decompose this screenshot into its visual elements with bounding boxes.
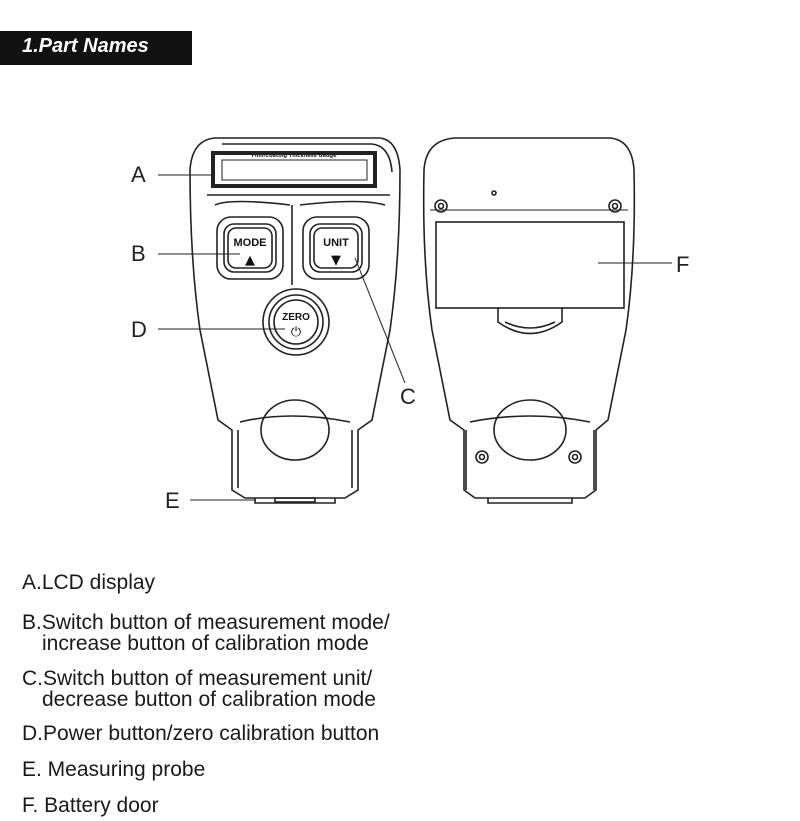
callout-e: E bbox=[165, 488, 180, 513]
legend-item-b-line2: increase button of calibration mode bbox=[42, 632, 369, 655]
legend-item-a: A.LCD display bbox=[22, 572, 155, 593]
callout-f: F bbox=[676, 252, 689, 277]
legend-item-f-text: F. Battery door bbox=[22, 794, 159, 817]
legend-item-f: F. Battery door bbox=[22, 795, 159, 816]
up-arrow-icon: ▲ bbox=[245, 253, 255, 268]
part-diagram: Film/Coating Thickness Gauge MODE ▲ UNIT… bbox=[131, 137, 689, 513]
callout-c: C bbox=[400, 384, 416, 409]
legend-item-e: E. Measuring probe bbox=[22, 759, 205, 780]
lcd-caption: Film/Coating Thickness Gauge bbox=[252, 153, 338, 159]
legend-item-b: B.Switch button of measurement mode/ inc… bbox=[22, 612, 390, 654]
power-icon: ⏻ bbox=[291, 325, 301, 340]
zero-label: ZERO bbox=[282, 312, 310, 323]
legend-item-d-text: D.Power button/zero calibration button bbox=[22, 722, 380, 745]
callout-a: A bbox=[131, 162, 146, 187]
leader-c bbox=[354, 257, 406, 384]
unit-label: UNIT bbox=[323, 237, 349, 249]
section-title-bar: 1.Part Names bbox=[0, 31, 192, 65]
legend-item-c-line1: C.Switch button of measurement unit/ bbox=[22, 667, 373, 690]
legend-item-b-line1: B.Switch button of measurement mode/ bbox=[22, 611, 390, 634]
down-arrow-icon: ▼ bbox=[331, 253, 341, 268]
lcd-display bbox=[211, 151, 377, 188]
callout-b: B bbox=[131, 241, 146, 266]
battery-door bbox=[435, 221, 625, 335]
callout-leaders bbox=[158, 174, 672, 501]
callout-d: D bbox=[131, 317, 147, 342]
legend-item-a-text: A.LCD display bbox=[22, 571, 156, 594]
unit-button[interactable] bbox=[302, 216, 370, 280]
legend-item-d: D.Power button/zero calibration button bbox=[22, 723, 379, 744]
legend-item-c: C.Switch button of measurement unit/ dec… bbox=[22, 668, 376, 710]
legend-item-c-line2: decrease button of calibration mode bbox=[42, 688, 376, 711]
zero-power-button[interactable] bbox=[262, 288, 330, 356]
mode-label: MODE bbox=[234, 237, 267, 249]
legend-item-e-text: E. Measuring probe bbox=[22, 758, 206, 781]
device-back bbox=[422, 137, 636, 504]
mode-button[interactable] bbox=[216, 216, 284, 280]
section-title: 1.Part Names bbox=[22, 35, 149, 57]
